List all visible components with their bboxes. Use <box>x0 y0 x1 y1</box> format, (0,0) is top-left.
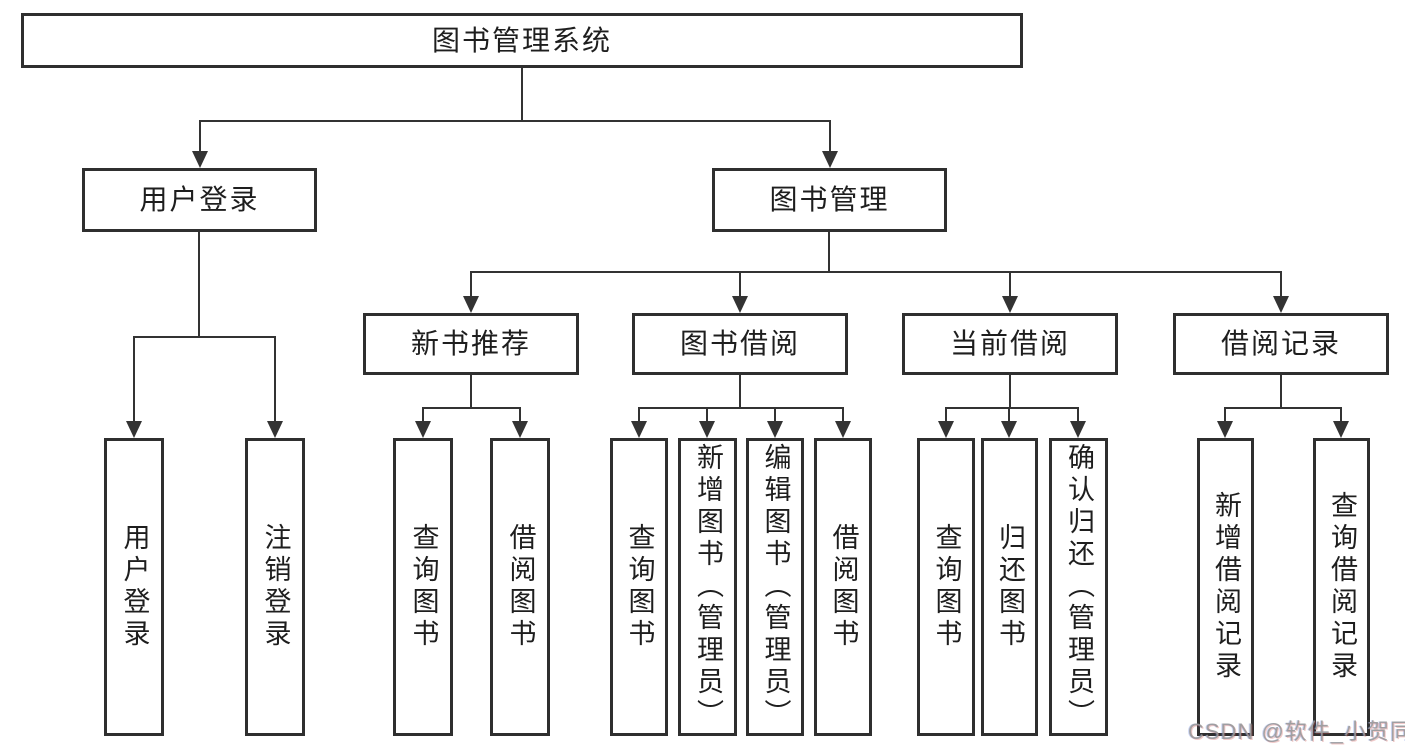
connector-current-drop-2 <box>1008 407 1010 423</box>
arrowhead-icon <box>463 296 479 313</box>
node-new-book-recommend: 新书推荐 <box>363 313 579 375</box>
connector-current-drop-1 <box>945 407 947 423</box>
node-leaf-query-books-borrowing: 查询图书 <box>610 438 668 736</box>
arrowhead-icon <box>267 421 283 438</box>
connector-records-stem <box>1280 375 1282 407</box>
connector-bookmgmt-drop-1 <box>470 271 472 298</box>
connector-records-drop-2 <box>1340 407 1342 423</box>
arrowhead-icon <box>631 421 647 438</box>
node-leaf-query-books-current: 查询图书 <box>917 438 975 736</box>
node-leaf-edit-books-admin: 编辑图书（管理员） <box>746 438 804 736</box>
arrowhead-icon <box>512 421 528 438</box>
connector-userlogin-drop-2 <box>274 336 276 422</box>
arrowhead-icon <box>1333 421 1349 438</box>
connector-recommend-drop-1 <box>422 407 424 423</box>
connector-bookmgmt-drop-2 <box>739 271 741 298</box>
node-leaf-return-books: 归还图书 <box>981 438 1038 736</box>
node-user-login: 用户登录 <box>82 168 317 232</box>
arrowhead-icon <box>699 421 715 438</box>
node-leaf-query-borrow-record: 查询借阅记录 <box>1313 438 1370 736</box>
connector-recommend-stem <box>470 375 472 407</box>
arrowhead-icon <box>938 421 954 438</box>
arrowhead-icon <box>1002 296 1018 313</box>
connector-bookmgmt-bar <box>470 271 1282 273</box>
arrowhead-icon <box>767 421 783 438</box>
connector-recommend-bar <box>422 407 521 409</box>
arrowhead-icon <box>732 296 748 313</box>
connector-root-drop-right <box>829 120 831 153</box>
connector-recommend-drop-2 <box>519 407 521 423</box>
connector-borrowing-drop-3 <box>774 407 776 423</box>
arrowhead-icon <box>192 151 208 168</box>
arrowhead-icon <box>126 421 142 438</box>
connector-root-drop-left <box>199 120 201 153</box>
node-leaf-user-login: 用户登录 <box>104 438 164 736</box>
connector-borrowing-stem <box>739 375 741 407</box>
connector-current-stem <box>1009 375 1011 407</box>
arrowhead-icon <box>822 151 838 168</box>
connector-bookmgmt-drop-4 <box>1280 271 1282 298</box>
arrowhead-icon <box>1070 421 1086 438</box>
node-leaf-query-books-recommend: 查询图书 <box>393 438 453 736</box>
connector-records-drop-1 <box>1224 407 1226 423</box>
connector-current-bar <box>945 407 1079 409</box>
connector-current-drop-3 <box>1077 407 1079 423</box>
connector-root-stem <box>521 68 523 120</box>
node-leaf-logout: 注销登录 <box>245 438 305 736</box>
connector-userlogin-stem <box>198 232 200 336</box>
connector-borrowing-bar <box>638 407 844 409</box>
arrowhead-icon <box>1217 421 1233 438</box>
node-leaf-borrow-books-recommend: 借阅图书 <box>490 438 550 736</box>
connector-bookmgmt-stem <box>828 232 830 271</box>
node-leaf-add-borrow-record: 新增借阅记录 <box>1197 438 1254 736</box>
connector-userlogin-bar <box>133 336 276 338</box>
node-borrowing-records: 借阅记录 <box>1173 313 1389 375</box>
arrowhead-icon <box>835 421 851 438</box>
connector-borrowing-drop-2 <box>706 407 708 423</box>
connector-borrowing-drop-4 <box>842 407 844 423</box>
node-leaf-add-books-admin: 新增图书（管理员） <box>678 438 737 736</box>
node-root-system: 图书管理系统 <box>21 13 1023 68</box>
node-book-management: 图书管理 <box>712 168 947 232</box>
node-leaf-confirm-return-admin: 确认归还（管理员） <box>1049 438 1108 736</box>
connector-borrowing-drop-1 <box>638 407 640 423</box>
connector-records-bar <box>1224 407 1342 409</box>
node-book-borrowing: 图书借阅 <box>632 313 848 375</box>
arrowhead-icon <box>1001 421 1017 438</box>
arrowhead-icon <box>415 421 431 438</box>
connector-userlogin-drop-1 <box>133 336 135 422</box>
connector-bookmgmt-drop-3 <box>1009 271 1011 298</box>
node-leaf-borrow-books: 借阅图书 <box>814 438 872 736</box>
node-current-borrowing: 当前借阅 <box>902 313 1118 375</box>
arrowhead-icon <box>1273 296 1289 313</box>
connector-root-bar <box>199 120 831 122</box>
csdn-watermark: CSDN @软件_小贺同学 <box>1188 719 1405 744</box>
